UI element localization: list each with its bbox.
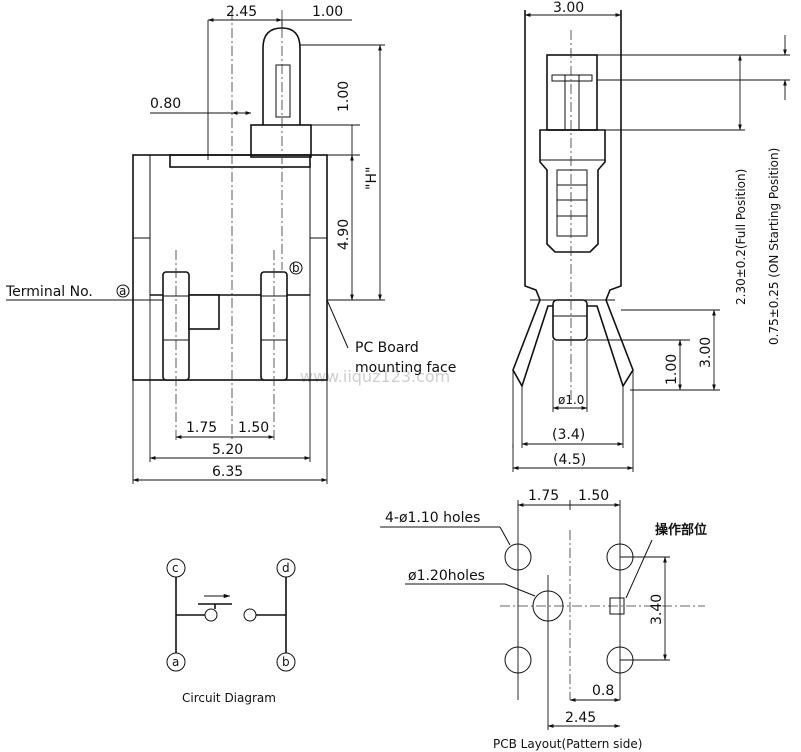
side-plunger bbox=[546, 54, 598, 131]
circuit-diagram: c d a b Circuit Diagram bbox=[166, 558, 296, 705]
terminal-label: Terminal No. bbox=[5, 284, 93, 300]
dim-5-20: 5.20 bbox=[212, 442, 243, 458]
dim-3-00-side: 3.00 bbox=[553, 0, 584, 16]
dim-3-00-pin: 3.00 bbox=[698, 337, 714, 368]
dim-2-45-pcb: 2.45 bbox=[565, 710, 596, 726]
side-pin bbox=[552, 299, 588, 341]
dim-1-50-front: 1.50 bbox=[238, 420, 269, 436]
dim-1-00-top: 1.00 bbox=[312, 4, 343, 20]
dim-1-75-front: 1.75 bbox=[186, 420, 217, 436]
circuit-label-a: a bbox=[172, 655, 179, 669]
terminal-a-mark: a bbox=[119, 284, 126, 298]
pcb-hole-large bbox=[532, 590, 564, 622]
circuit-label-b: b bbox=[282, 655, 290, 669]
dim-2-45: 2.45 bbox=[226, 4, 257, 20]
circuit-label-c: c bbox=[172, 561, 179, 575]
dim-1-00-pin: 1.00 bbox=[664, 354, 680, 385]
actuator-stem bbox=[262, 27, 301, 125]
dim-pin-dia: ø1.0 bbox=[558, 393, 584, 407]
side-view: 3.00 2.30±0.2(Full Position) 0.75±0.25 (… bbox=[512, 0, 790, 472]
dim-3-40: 3.40 bbox=[649, 594, 665, 625]
pin-a-tab bbox=[188, 294, 220, 330]
pcb-layout: 1.75 1.50 3.40 4-ø1.10 holes ø1.20holes … bbox=[380, 488, 707, 751]
dim-4-90: 4.90 bbox=[336, 219, 352, 250]
dim-1-00-stem: 1.00 bbox=[336, 81, 352, 112]
actuator-base bbox=[250, 124, 312, 158]
pcb-title: PCB Layout(Pattern side) bbox=[493, 737, 642, 751]
dim-6-35: 6.35 bbox=[212, 464, 243, 480]
watermark: www.iiquz123.com bbox=[300, 367, 450, 386]
pcb-hole-large-label: ø1.20holes bbox=[408, 568, 485, 584]
pcb-operation-label: 操作部位 bbox=[655, 522, 707, 538]
circuit-label-d: d bbox=[282, 561, 290, 575]
dim-0-8: 0.8 bbox=[592, 683, 614, 699]
dim-h: "H" bbox=[364, 167, 380, 190]
dim-1-75-pcb: 1.75 bbox=[528, 488, 559, 504]
dim-4-5: (4.5) bbox=[553, 452, 586, 468]
dim-on-position: 0.75±0.25 (ON Starting Position) bbox=[767, 148, 781, 345]
pcb-holes-small-label: 4-ø1.10 holes bbox=[385, 510, 480, 526]
pcb-operation-point bbox=[609, 597, 625, 615]
pcb-hole-c bbox=[504, 543, 532, 571]
side-body bbox=[539, 129, 606, 253]
pcb-label-2: mounting face bbox=[355, 360, 456, 376]
dim-full-position: 2.30±0.2(Full Position) bbox=[734, 169, 748, 305]
circuit-title: Circuit Diagram bbox=[182, 691, 276, 705]
actuator-slot bbox=[275, 64, 291, 118]
terminal-b-mark: b bbox=[292, 261, 300, 275]
dim-0-80: 0.80 bbox=[150, 96, 181, 112]
pcb-label-1: PC Board bbox=[355, 340, 419, 356]
cover-band bbox=[169, 154, 311, 168]
pcb-hole-a bbox=[504, 646, 532, 674]
dim-3-4: (3.4) bbox=[552, 427, 585, 443]
dim-1-50-pcb: 1.50 bbox=[578, 488, 609, 504]
front-view: 2.45 1.00 0.80 1.00 4.90 "H" Terminal No… bbox=[5, 4, 456, 484]
